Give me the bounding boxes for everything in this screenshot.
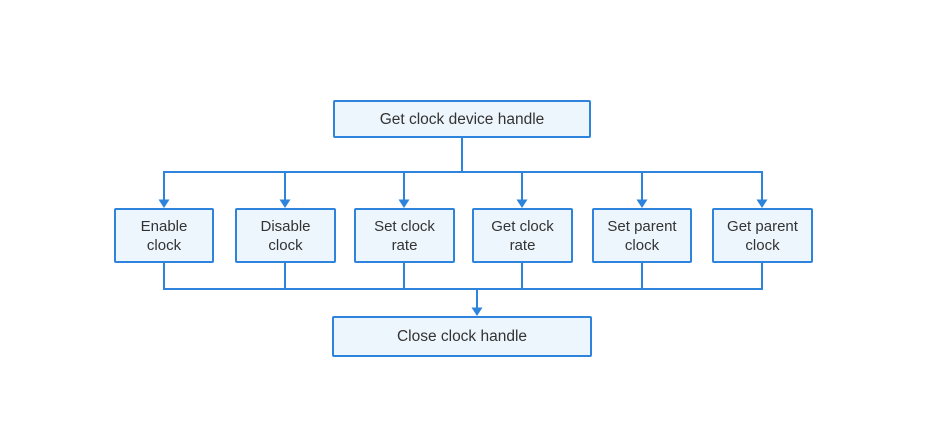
node-label-line: rate: [391, 236, 418, 254]
node-disable-clock: Disable clock: [235, 208, 336, 263]
arrowhead-get-parent-clock: [756, 199, 768, 208]
node-enable-clock: Enable clock: [114, 208, 214, 263]
arrowhead-close-clock-handle: [471, 307, 483, 316]
node-label-line: Get parent: [727, 217, 798, 235]
node-label-line: clock: [146, 236, 182, 254]
node-label-line: clock: [268, 236, 303, 254]
node-label-line: clock: [745, 236, 780, 254]
node-get-clock-rate: Get clock rate: [472, 208, 573, 263]
node-label-line: Get clock: [491, 217, 554, 235]
node-label-line: rate: [509, 236, 536, 254]
node-label-line: Enable: [140, 217, 188, 235]
arrowhead-get-clock-rate: [516, 199, 528, 208]
node-get-parent-clock: Get parent clock: [712, 208, 813, 263]
node-label-line: Set clock: [374, 217, 435, 235]
node-close-clock-handle: Close clock handle: [332, 316, 592, 357]
node-label-line: Set parent: [607, 217, 677, 235]
node-set-parent-clock: Set parent clock: [592, 208, 692, 263]
node-set-clock-rate: Set clock rate: [354, 208, 455, 263]
arrowhead-set-clock-rate: [398, 199, 410, 208]
arrowhead-disable-clock: [279, 199, 291, 208]
arrowhead-set-parent-clock: [636, 199, 648, 208]
node-get-clock-device-handle: Get clock device handle: [333, 100, 591, 138]
node-label-line: clock: [624, 236, 660, 254]
arrowhead-enable-clock: [158, 199, 170, 208]
node-label-line: Disable: [260, 217, 311, 235]
